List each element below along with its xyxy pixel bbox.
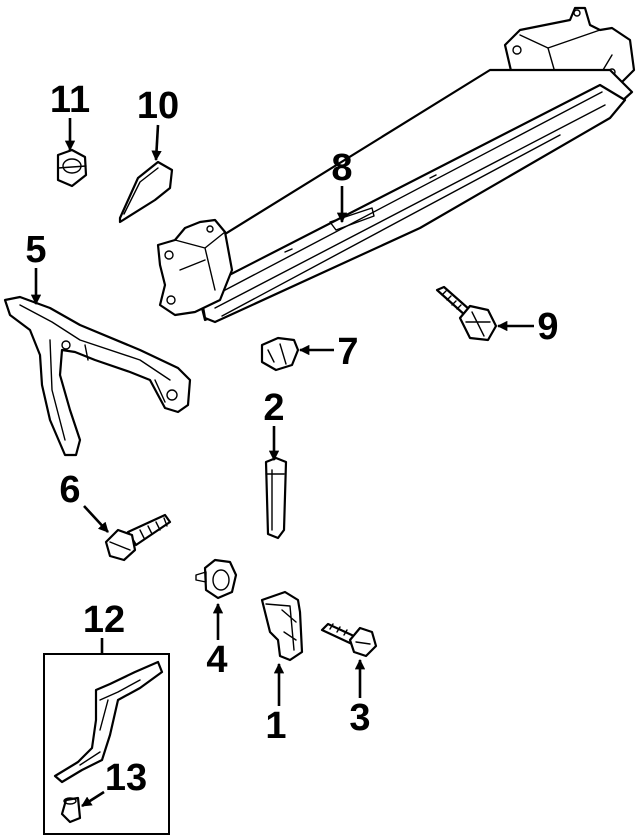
leader-lines [30,118,534,808]
callout-2: 2 [263,387,284,429]
callout-10: 10 [137,85,179,127]
locating-pin [264,456,288,540]
callout-3: 3 [349,697,370,739]
flange-bolt [435,285,498,342]
callout-7: 7 [337,331,358,373]
callout-4: 4 [206,639,227,681]
absorber-pad [118,160,174,224]
bumper-bracket [3,295,192,457]
callout-11: 11 [50,79,90,121]
mounting-bracket [260,590,304,662]
leader-6 [83,505,109,533]
callout-12: 12 [83,599,125,641]
callout-5: 5 [25,229,46,271]
spring-nut [195,558,238,600]
leader-13 [81,790,105,808]
leader-10 [151,124,162,162]
push-clip [260,336,300,372]
callout-1: 1 [265,705,286,747]
inset-box [43,653,170,835]
screw [104,513,172,562]
callout-9: 9 [537,306,558,348]
callout-6: 6 [59,469,80,511]
hex-nut [56,148,88,188]
callout-labels: 11 10 8 5 9 7 2 6 4 1 3 12 13 [25,79,558,799]
callout-13: 13 [105,757,147,799]
callout-8: 8 [331,147,352,189]
bolt [320,622,378,658]
bumper-reinforcement-beam [156,6,636,324]
